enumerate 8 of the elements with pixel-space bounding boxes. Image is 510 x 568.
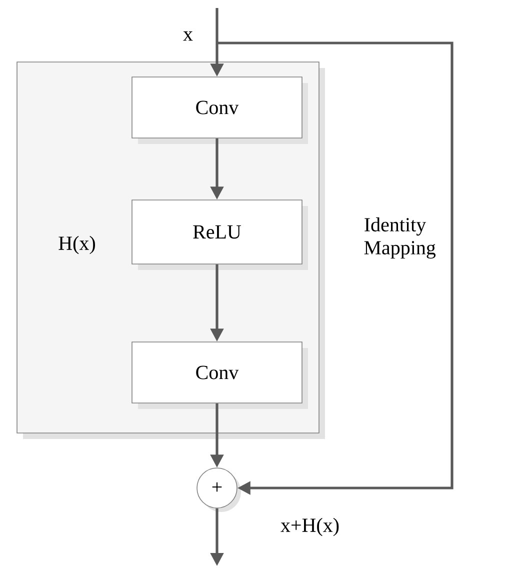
process-box: Conv bbox=[132, 76, 308, 144]
edge-label: Identity Mapping bbox=[364, 217, 436, 259]
arrow bbox=[217, 42, 454, 495]
edge-label: x+H(x) bbox=[280, 518, 339, 536]
sum-node: + bbox=[196, 468, 241, 512]
edge-label: x bbox=[183, 31, 193, 41]
process-box: Conv bbox=[132, 342, 308, 409]
process-box: ReLU bbox=[132, 200, 308, 270]
